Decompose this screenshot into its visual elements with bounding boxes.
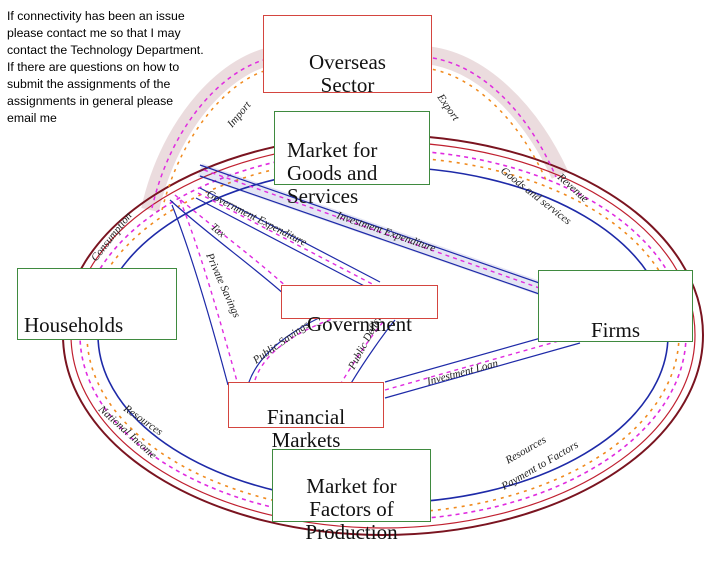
overseas-sector-box: Overseas Sector xyxy=(263,15,432,97)
private-savings-flow xyxy=(179,199,239,386)
financial-markets-label: Financial Markets xyxy=(266,405,346,452)
export-flow-band xyxy=(423,46,569,179)
goods-market-box: Market for Goods and Services xyxy=(274,111,430,208)
financial-markets-box: Financial Markets xyxy=(228,382,384,452)
flow-label-investment-loan: Investment Loan xyxy=(425,357,500,388)
households-label: Households xyxy=(24,313,124,337)
tax-flow xyxy=(174,194,291,291)
flow-label-consumption: Consumption xyxy=(89,210,135,264)
investment-loan-flow xyxy=(384,334,581,391)
government-expenditure-flow xyxy=(197,192,377,287)
overseas-sector-label: Overseas Sector xyxy=(309,50,386,97)
goods-market-label: Market for Goods and Services xyxy=(287,138,378,208)
flow-label-tax: Tax xyxy=(208,221,228,240)
import-flow-band xyxy=(141,46,280,212)
public-deficit-flow xyxy=(339,319,386,386)
instructions-note: If connectivity has been an issue please… xyxy=(7,9,204,125)
government-label: Government xyxy=(307,312,412,336)
firms-label: Firms xyxy=(590,318,640,342)
households-box: Households xyxy=(17,268,177,340)
factor-market-label: Market for Factors of Production xyxy=(305,474,398,544)
public-savings-flow xyxy=(254,317,336,381)
factor-market-box: Market for Factors of Production xyxy=(272,449,431,544)
flow-label-export: Export xyxy=(434,91,462,124)
government-box: Government xyxy=(281,285,438,336)
firms-box: Firms xyxy=(538,270,693,342)
